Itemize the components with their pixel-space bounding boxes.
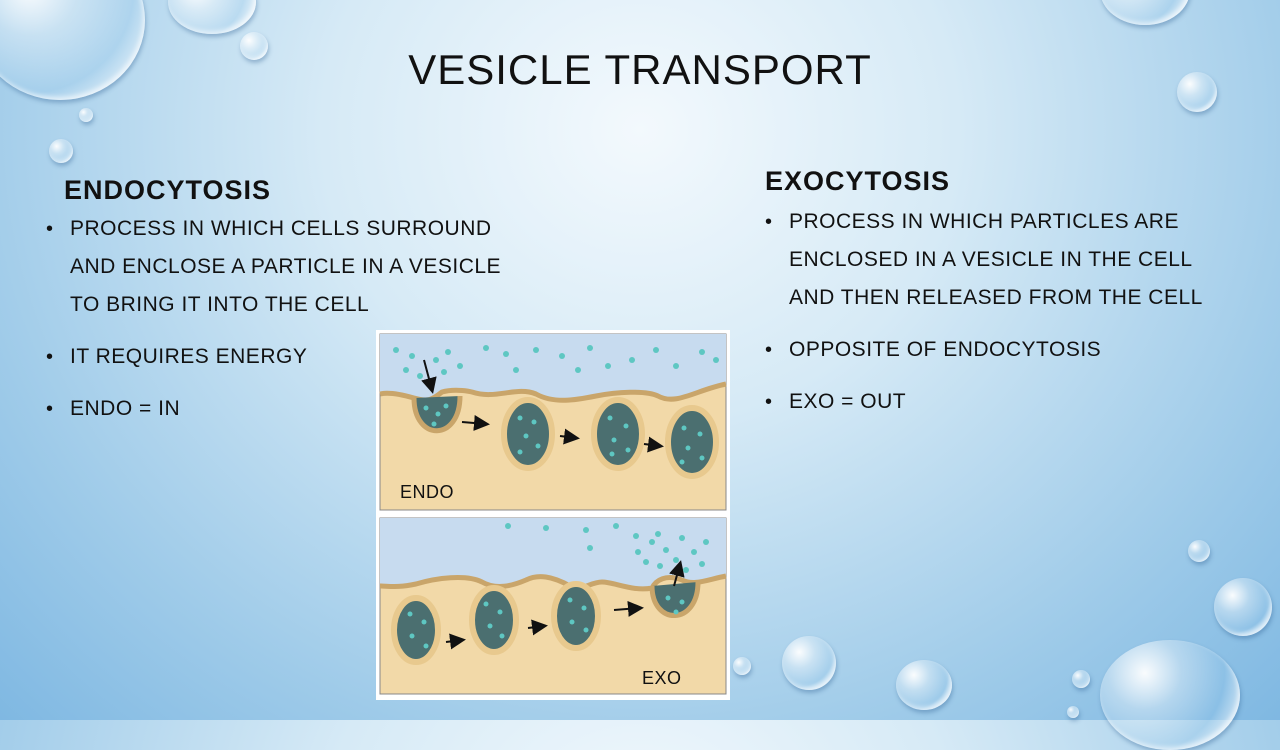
endocytosis-bullet: ENDO = IN — [46, 390, 516, 428]
endocytosis-bullet: IT REQUIRES ENERGY — [46, 338, 516, 376]
water-drop-decoration — [896, 660, 952, 710]
water-drop-decoration — [1177, 72, 1217, 112]
water-drop-decoration — [1100, 0, 1190, 25]
endocytosis-heading: ENDOCYTOSIS — [64, 175, 272, 205]
exocytosis-bullet: PROCESS IN WHICH PARTICLES ARE ENCLOSED … — [765, 203, 1205, 317]
exo-panel-label: EXO — [642, 668, 682, 688]
figure-illustration — [379, 333, 727, 695]
water-drop-decoration — [733, 657, 751, 675]
water-drop-decoration — [1072, 670, 1090, 688]
exocytosis-bullet: EXO = OUT — [765, 383, 1205, 421]
water-drop-decoration — [1067, 706, 1079, 718]
exocytosis-diagram — [379, 517, 727, 695]
exocytosis-heading: EXOCYTOSIS — [765, 166, 951, 196]
water-drop-decoration — [1188, 540, 1210, 562]
endocytosis-diagram — [379, 333, 727, 511]
water-drop-decoration — [1100, 640, 1240, 750]
endocytosis-bullet: PROCESS IN WHICH CELLS SURROUND AND ENCL… — [46, 210, 516, 324]
water-drop-decoration — [49, 139, 73, 163]
exocytosis-bullet-list: PROCESS IN WHICH PARTICLES ARE ENCLOSED … — [765, 203, 1205, 435]
water-drop-decoration — [240, 32, 268, 60]
exocytosis-bullet: OPPOSITE OF ENDOCYTOSIS — [765, 331, 1205, 369]
endocytosis-bullet-list: PROCESS IN WHICH CELLS SURROUND AND ENCL… — [46, 210, 516, 442]
water-drop-decoration — [1214, 578, 1272, 636]
water-drop-decoration — [168, 0, 256, 34]
water-drop-decoration — [782, 636, 836, 690]
water-drop-decoration — [79, 108, 93, 122]
slide-title: VESICLE TRANSPORT — [408, 46, 872, 93]
endo-panel-label: ENDO — [400, 482, 455, 502]
vesicle-transport-figure: ENDO EXO — [376, 330, 730, 700]
